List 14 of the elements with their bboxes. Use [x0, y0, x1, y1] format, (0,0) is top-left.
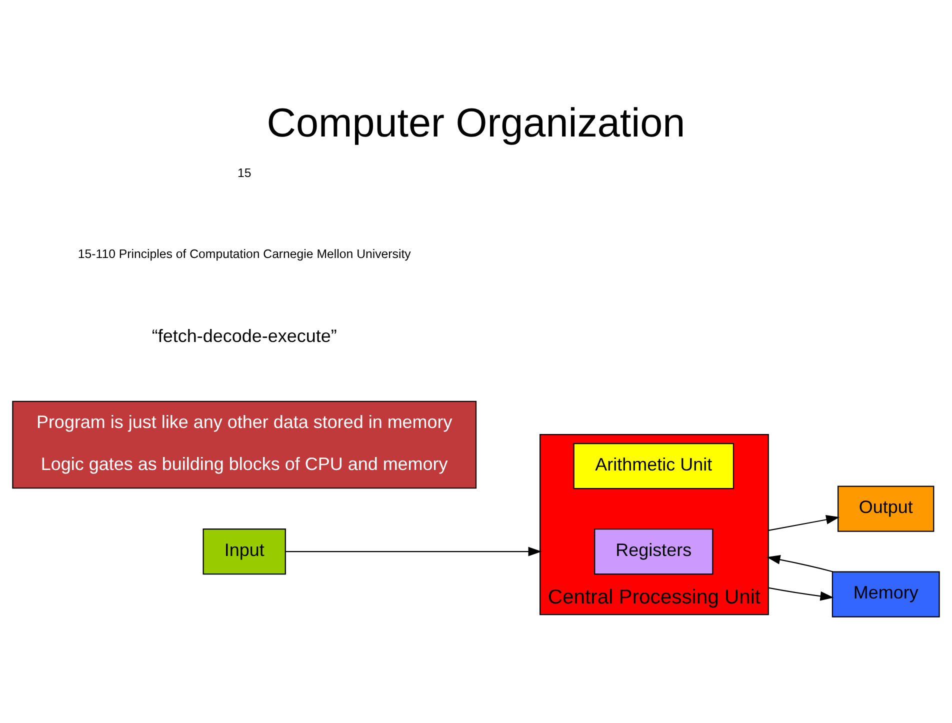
node-box: Input: [202, 528, 286, 575]
node-box: Registers: [594, 528, 714, 575]
arrow: [768, 587, 834, 601]
diagram-title: Computer Organization: [266, 99, 686, 146]
node-box: Output: [838, 486, 934, 532]
label: 15: [237, 166, 252, 180]
arrow: [286, 546, 542, 556]
arrow: [766, 555, 834, 572]
arrow: [768, 515, 840, 531]
label: 15-110 Principles of Computation Carnegie Mellon University: [78, 246, 411, 261]
node-box: Arithmetic Unit: [573, 443, 734, 490]
node-box: Memory: [832, 571, 940, 618]
node-box: Program is just like any other data stored in memory Logic gates as building blocks of CPU and memory: [12, 400, 477, 489]
label: “fetch-decode-execute”: [152, 326, 337, 346]
